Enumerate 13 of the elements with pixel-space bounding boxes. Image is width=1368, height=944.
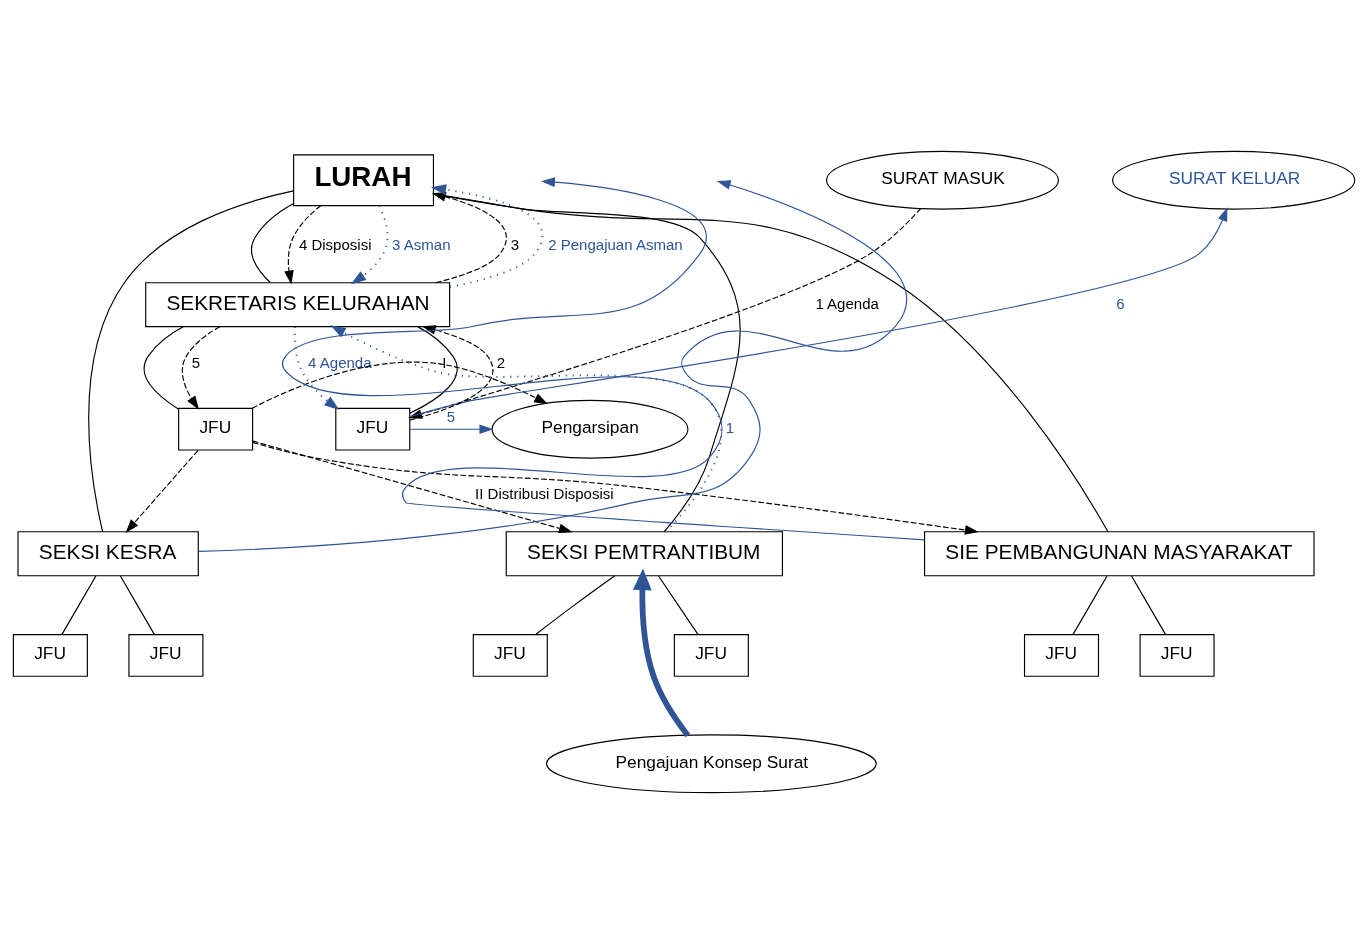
edge-label: 1 Agenda bbox=[815, 294, 879, 312]
edge-label: 6 bbox=[1116, 294, 1125, 312]
edge-label: 4 Disposisi bbox=[298, 235, 372, 253]
edge-label: 2 bbox=[496, 353, 506, 371]
edge-label: 1 bbox=[725, 419, 735, 437]
edge-label: II Distribusi Disposisi bbox=[475, 484, 614, 502]
edge-label: 2 Pengajuan Asman bbox=[548, 235, 683, 253]
edge-label: 3 Asman bbox=[392, 235, 451, 253]
edge-label: 3 bbox=[510, 235, 520, 253]
edge-label: I bbox=[442, 353, 447, 371]
edge-label: 5 bbox=[191, 353, 201, 371]
edge-label: 4 Agenda bbox=[308, 353, 372, 371]
edge-label: 5 bbox=[446, 407, 456, 425]
